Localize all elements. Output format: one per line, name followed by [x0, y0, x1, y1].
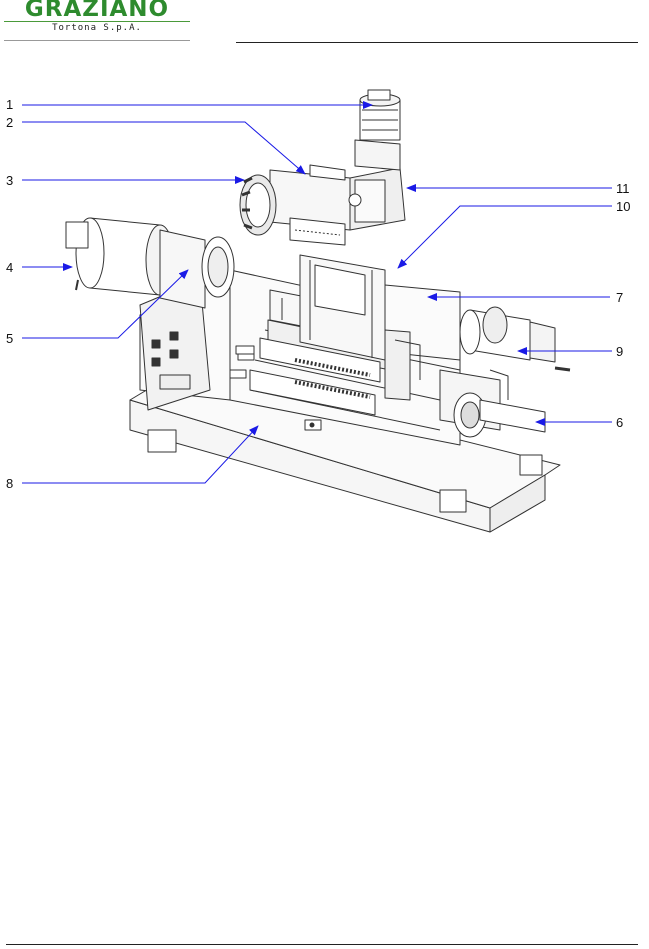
callout-2: 2 — [6, 115, 13, 130]
leader-10 — [397, 205, 612, 269]
logo-rule — [4, 21, 190, 22]
lathe-drawing — [65, 89, 571, 533]
callout-7: 7 — [616, 290, 623, 305]
machine-figure: 1 2 3 11 10 4 7 5 9 6 8 — [6, 89, 630, 533]
callout-10: 10 — [616, 199, 630, 214]
callout-5: 5 — [6, 331, 13, 346]
leader-5 — [22, 269, 189, 339]
header-rule — [236, 42, 638, 43]
logo-underline — [4, 40, 190, 41]
logo-brand: GRAZIANO — [24, 0, 170, 22]
callout-8: 8 — [6, 476, 13, 491]
callout-labels: 1 2 3 11 10 4 7 5 9 6 8 — [6, 97, 630, 491]
callout-4: 4 — [6, 260, 13, 275]
company-logo: GRAZIANO Tortona S.p.A. — [4, 0, 190, 44]
callout-6: 6 — [616, 415, 623, 430]
leader-2 — [22, 121, 306, 175]
leader-8 — [22, 425, 259, 484]
footer-rule — [6, 944, 638, 945]
callout-leaders — [22, 101, 612, 484]
callout-1: 1 — [6, 97, 13, 112]
callout-11: 11 — [616, 181, 630, 196]
logo-subtitle: Tortona S.p.A. — [52, 23, 142, 33]
callout-3: 3 — [6, 173, 13, 188]
callout-9: 9 — [616, 344, 623, 359]
